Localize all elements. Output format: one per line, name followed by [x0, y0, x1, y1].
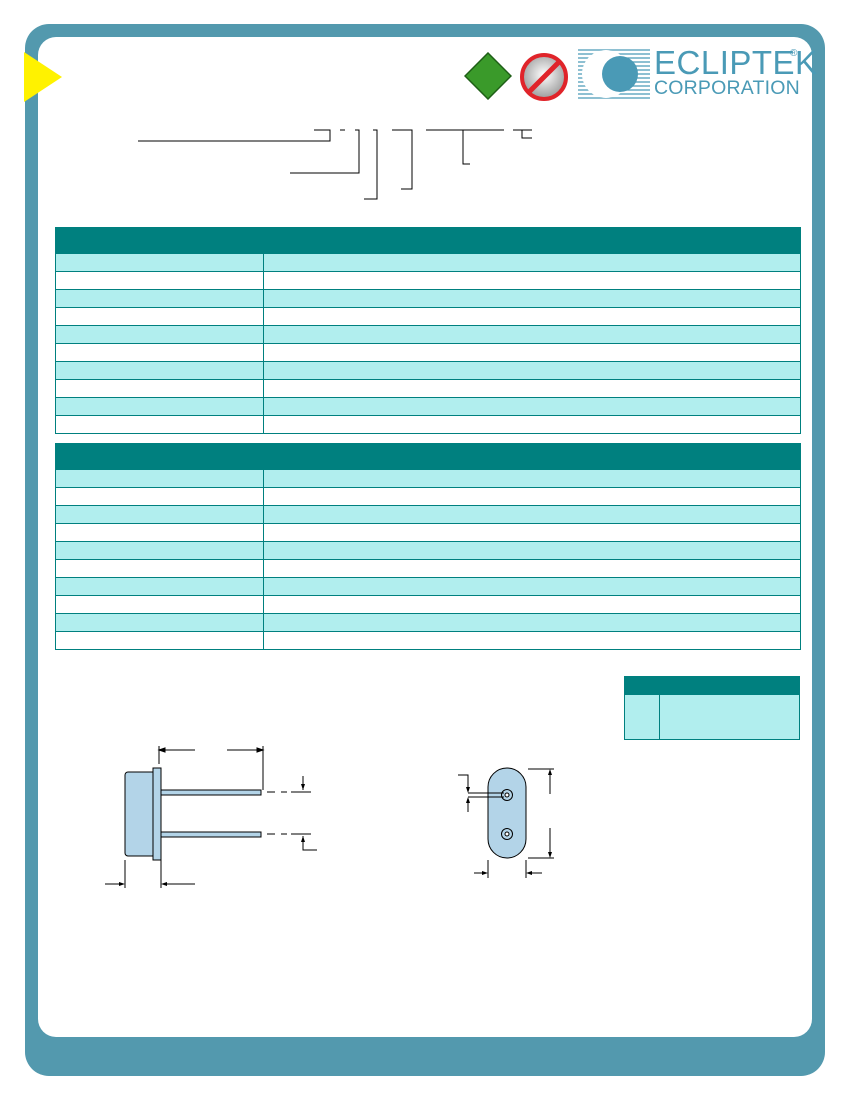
- logo-subtitle: CORPORATION: [654, 77, 800, 99]
- table-row: [56, 325, 800, 343]
- logo-wordmark: ECLIPTEK: [654, 44, 818, 81]
- side-view-drawing: [105, 746, 317, 888]
- table-row: [56, 379, 800, 397]
- ecliptek-logo: ECLIPTEK ® CORPORATION: [576, 46, 817, 102]
- table-row: [56, 307, 800, 325]
- environmental-specifications-table: [55, 443, 801, 650]
- part-number-breakdown: [138, 129, 532, 200]
- table-row: [56, 559, 800, 577]
- table-row: [56, 415, 800, 433]
- table-row: [625, 695, 799, 739]
- table-row: [56, 613, 800, 631]
- end-view-drawing: [458, 767, 554, 878]
- no-entry-sign-icon: [520, 53, 568, 101]
- table-row: [56, 577, 800, 595]
- green-diamond-icon: [464, 52, 512, 100]
- table-row: [56, 631, 800, 649]
- marking-table: [624, 676, 800, 740]
- table-row: [56, 343, 800, 361]
- electrical-specifications-table: [55, 227, 801, 434]
- ecliptek-moon-logo: [578, 49, 650, 99]
- table-row: [56, 289, 800, 307]
- registered-mark: ®: [790, 48, 798, 59]
- table-row: [56, 523, 800, 541]
- table-row: [56, 487, 800, 505]
- table-row: [56, 361, 800, 379]
- table-row: [56, 541, 800, 559]
- table-row: [56, 505, 800, 523]
- table-header: [56, 444, 800, 469]
- table-row: [56, 595, 800, 613]
- table-row: [56, 271, 800, 289]
- table-row: [56, 253, 800, 271]
- table-header: [625, 677, 799, 695]
- table-header: [56, 228, 800, 253]
- yellow-triangle-icon: [24, 52, 62, 102]
- table-row: [56, 397, 800, 415]
- table-row: [56, 469, 800, 487]
